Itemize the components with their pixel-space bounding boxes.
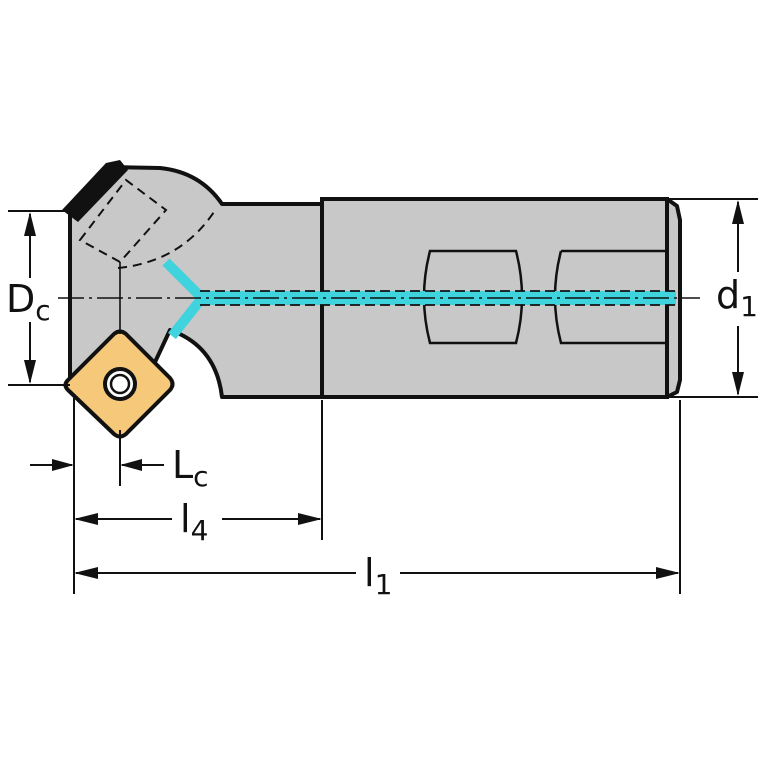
coolant-branch-lower [168, 294, 206, 340]
coolant-main-bore [200, 291, 676, 305]
dim-lc-arrow-left [52, 459, 74, 471]
dimensions [8, 198, 758, 594]
dim-l4-arrow-right [298, 513, 322, 525]
dim-lc-arrow-right [120, 459, 142, 471]
label-dc: Dc [6, 277, 51, 327]
coolant-channels [162, 258, 676, 340]
label-l4: l4 [180, 497, 208, 547]
coolant-branch-upper [162, 258, 206, 302]
label-lc: Lc [172, 443, 209, 493]
dim-d1-arrow-top [732, 200, 744, 224]
insert-screw-icon [103, 367, 137, 401]
label-d1: d1 [716, 273, 758, 323]
top-insert-edge [62, 160, 128, 222]
dimension-labels: Dc d1 Lc l4 l1 [6, 273, 758, 601]
dim-l1-arrow-left [74, 567, 98, 579]
dim-dc-arrow-bottom [24, 360, 36, 384]
label-l1: l1 [364, 551, 392, 601]
dim-l4-arrow-left [74, 513, 98, 525]
dim-dc-arrow-top [24, 212, 36, 236]
cutting-insert [63, 329, 175, 439]
hidden-insert-pocket [78, 178, 168, 264]
flat-1 [422, 249, 524, 345]
hidden-lines [78, 178, 215, 269]
dim-d1-arrow-bottom [732, 372, 744, 396]
dim-l1-arrow-right [656, 567, 680, 579]
